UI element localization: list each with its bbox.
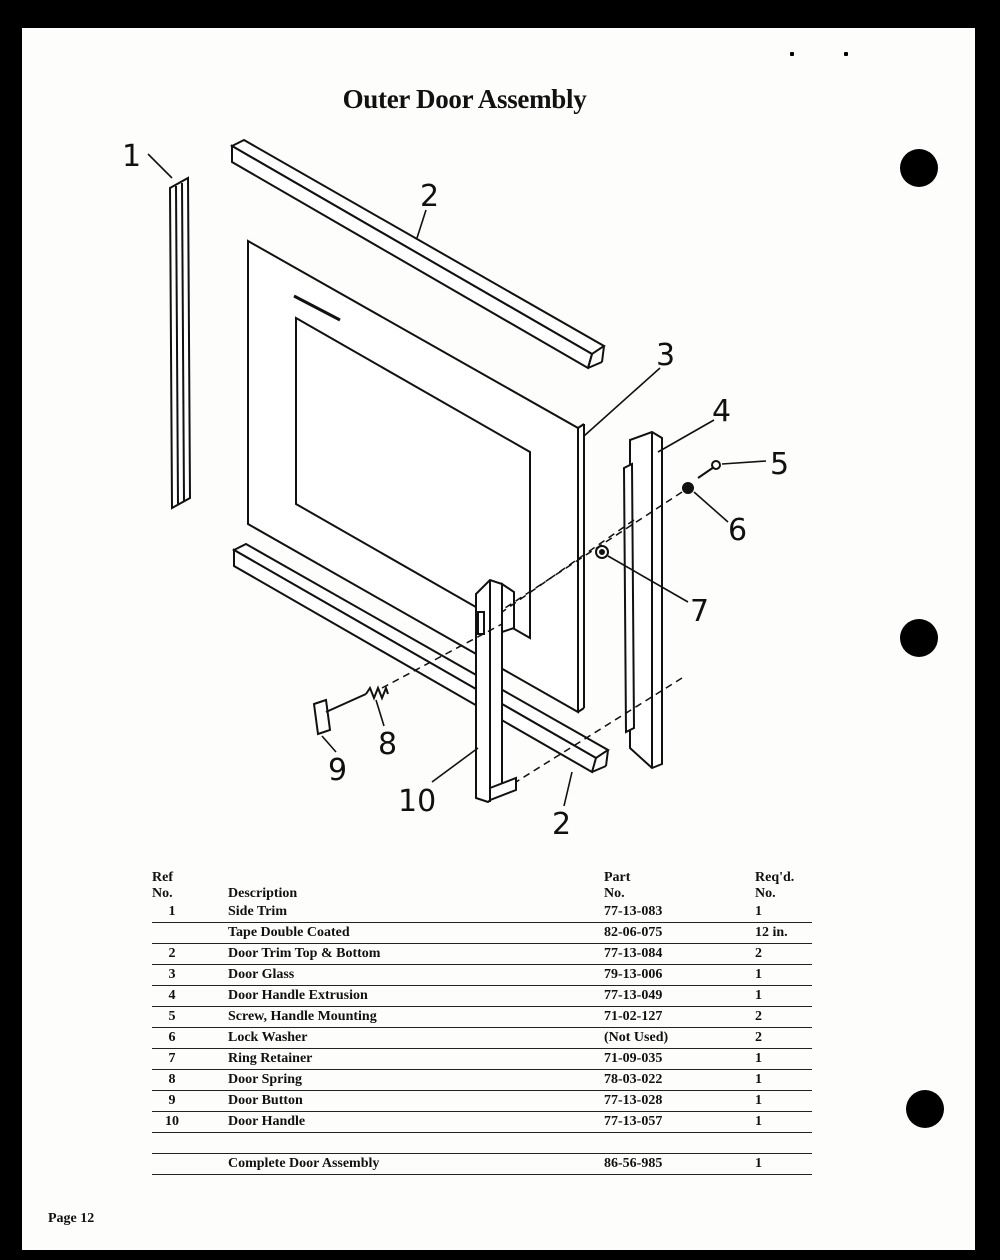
table-row: 1 Side Trim 77-13-083 1 <box>152 902 812 923</box>
cell-ref-no: 4 <box>168 988 176 1003</box>
cell-ref-no: 10 <box>165 1114 179 1129</box>
callout-9: 9 <box>328 753 347 788</box>
cell-part-no: 77-13-049 <box>604 988 663 1003</box>
callout-10: 10 <box>398 784 436 819</box>
table-row: 2 Door Trim Top & Bottom 77-13-084 2 <box>152 944 812 965</box>
cell-description: Door Button <box>228 1093 303 1108</box>
cell-part-no: 77-13-083 <box>604 904 663 919</box>
binder-hole <box>900 619 938 657</box>
callout-6: 6 <box>728 513 747 548</box>
cell-ref-no: 8 <box>168 1072 176 1087</box>
cell-part-no: (Not Used) <box>604 1030 669 1045</box>
cell-reqd-no: 1 <box>755 988 762 1003</box>
ring-retainer-drawing <box>595 545 609 559</box>
cell-reqd-no: 2 <box>755 946 762 961</box>
cell-reqd-no: 1 <box>755 904 762 919</box>
cell-description: Screw, Handle Mounting <box>228 1009 377 1024</box>
exploded-parts-diagram: 1 2 3 4 5 6 7 8 9 10 2 <box>122 138 789 842</box>
cell-reqd-no: 1 <box>755 1051 762 1066</box>
table-row: 5 Screw, Handle Mounting 71-02-127 2 <box>152 1007 812 1028</box>
binder-hole <box>906 1090 944 1128</box>
header-description: Description <box>228 886 298 901</box>
door-button-drawing <box>312 698 332 736</box>
cell-reqd-no: 2 <box>755 1030 762 1045</box>
manual-page: Outer Door Assembly <box>22 28 975 1250</box>
cell-part-no: 77-13-057 <box>604 1114 663 1129</box>
table-row: 8 Door Spring 78-03-022 1 <box>152 1070 812 1091</box>
table-row: Tape Double Coated 82-06-075 12 in. <box>152 923 812 944</box>
callout-2-top: 2 <box>420 179 439 214</box>
cell-ref-no: 3 <box>168 967 176 982</box>
cell-ref-no: 1 <box>168 904 176 919</box>
cell-reqd-no: 1 <box>755 1093 762 1108</box>
page-number: Page 12 <box>48 1211 95 1226</box>
top-trim-drawing <box>229 138 606 370</box>
cell-ref-no: 2 <box>168 946 176 961</box>
cell-ref-no: 5 <box>168 1009 176 1024</box>
table-row: 10 Door Handle 77-13-057 1 <box>152 1112 812 1133</box>
table-row: Complete Door Assembly 86-56-985 1 <box>152 1154 812 1175</box>
cell-reqd-no: 2 <box>755 1009 762 1024</box>
side-trim-drawing <box>168 176 192 510</box>
speck-mark <box>844 52 848 56</box>
callout-5: 5 <box>770 447 789 482</box>
cell-reqd-no: 1 <box>755 1114 762 1129</box>
table-row: 7 Ring Retainer 71-09-035 1 <box>152 1049 812 1070</box>
cell-description: Side Trim <box>228 904 287 919</box>
cell-part-no: 71-09-035 <box>604 1051 663 1066</box>
callout-3: 3 <box>656 338 675 373</box>
cell-part-no: 86-56-985 <box>604 1156 663 1171</box>
cell-ref-no: 7 <box>168 1051 176 1066</box>
handle-extrusion-drawing <box>622 430 663 770</box>
door-spring-drawing <box>325 685 389 713</box>
cell-part-no: 71-02-127 <box>604 1009 663 1024</box>
cell-description: Tape Double Coated <box>228 925 350 940</box>
cell-reqd-no: 12 in. <box>755 925 788 940</box>
cell-description: Door Trim Top & Bottom <box>228 946 381 961</box>
callout-1: 1 <box>122 139 141 174</box>
lock-washer-drawing <box>682 482 694 494</box>
cell-part-no: 79-13-006 <box>604 967 663 982</box>
speck-mark <box>790 52 794 56</box>
cell-description: Door Spring <box>228 1072 303 1087</box>
cell-description: Ring Retainer <box>228 1051 313 1066</box>
table-row: 9 Door Button 77-13-028 1 <box>152 1091 812 1112</box>
table-row: 6 Lock Washer (Not Used) 2 <box>152 1028 812 1049</box>
callout-4: 4 <box>712 394 731 429</box>
header-reqd-no: Req'd.No. <box>755 870 795 901</box>
cell-ref-no: 6 <box>168 1030 176 1045</box>
page-title: Outer Door Assembly <box>342 84 587 114</box>
binder-hole <box>900 149 938 187</box>
screw-head-drawing <box>711 460 721 470</box>
callout-7: 7 <box>690 594 709 629</box>
cell-reqd-no: 1 <box>755 1156 762 1171</box>
door-handle-drawing <box>475 578 517 804</box>
cell-description: Door Handle <box>228 1114 306 1129</box>
cell-part-no: 82-06-075 <box>604 925 663 940</box>
cell-part-no: 77-13-028 <box>604 1093 663 1108</box>
cell-reqd-no: 1 <box>755 967 762 982</box>
cell-description: Lock Washer <box>228 1030 308 1045</box>
cell-description: Door Handle Extrusion <box>228 988 368 1003</box>
cell-part-no: 77-13-084 <box>604 946 663 961</box>
table-spacer-row <box>152 1133 812 1154</box>
cell-part-no: 78-03-022 <box>604 1072 663 1087</box>
cell-ref-no: 9 <box>168 1093 176 1108</box>
callout-8: 8 <box>378 727 397 762</box>
cell-reqd-no: 1 <box>755 1072 762 1087</box>
cell-description: Door Glass <box>228 967 295 982</box>
cell-description: Complete Door Assembly <box>228 1156 380 1171</box>
table-row: 3 Door Glass 79-13-006 1 <box>152 965 812 986</box>
table-row: 4 Door Handle Extrusion 77-13-049 1 <box>152 986 812 1007</box>
callout-2-bottom: 2 <box>552 807 571 842</box>
